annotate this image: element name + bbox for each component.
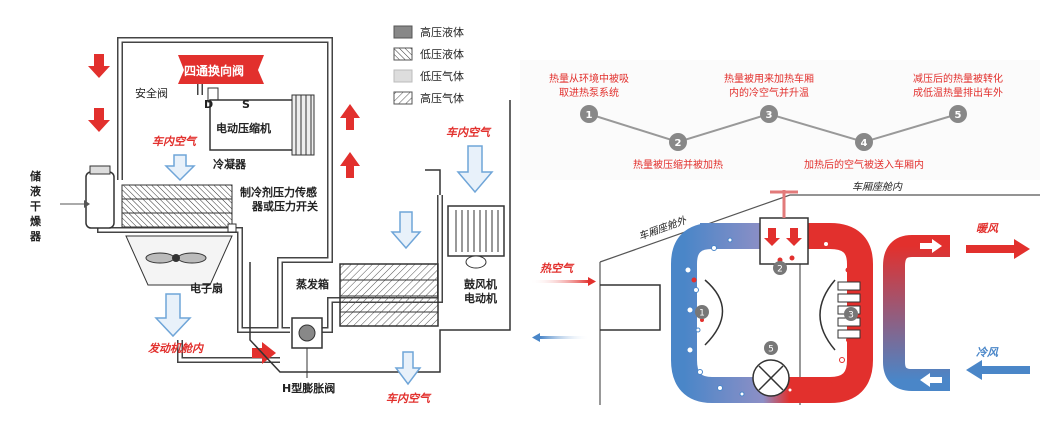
loop-num-1: 1 <box>695 305 709 319</box>
condenser-label: 冷凝器 <box>213 157 247 171</box>
step-circle-2: 2 <box>669 133 687 151</box>
step-4-text: 加热后的空气被送入车厢内 <box>804 158 924 171</box>
blue-left-arrow-icon <box>966 360 1030 380</box>
step-5-text-line2: 成低温热量排出车外 <box>913 86 1003 99</box>
inner-exchanger <box>704 279 724 346</box>
electric-fan <box>125 235 233 286</box>
left-ac-diagram: 四通换向阀 安全阀 D S 电动压缩机 车内空气 冷凝器 <box>29 25 511 405</box>
red-up-arrow-icon <box>340 104 360 178</box>
svg-text:液: 液 <box>30 184 42 198</box>
svg-text:干: 干 <box>30 200 41 213</box>
refrigerant-bubbles <box>684 237 745 397</box>
legend-swatch-low-gas <box>393 69 413 83</box>
loop-num-3: 3 <box>844 307 858 321</box>
cold-air-label: 冷风 <box>976 346 999 359</box>
red-right-arrow-icon <box>966 239 1030 259</box>
blue-down-arrow-icon <box>394 351 422 386</box>
blower-motor <box>447 205 505 269</box>
fan-label: 电子扇 <box>190 281 223 295</box>
loop-num-5: 5 <box>764 341 778 355</box>
four-way-valve-label: 四通换向阀 <box>184 63 244 78</box>
svg-text:3: 3 <box>766 110 773 121</box>
legend-swatch-high-liquid <box>393 25 413 39</box>
cabin-air-label-1: 车内空气 <box>152 135 198 148</box>
hot-air-stream <box>530 280 590 283</box>
outside-exchanger <box>600 284 661 331</box>
evaporator <box>339 263 439 327</box>
svg-text:1: 1 <box>699 309 705 319</box>
legend-swatch-high-gas <box>393 91 413 105</box>
right-heat-pump-diagram: 1 2 3 4 5 热量从环境中被吸 取进热泵系统 热量被压缩并被加热 热量被用… <box>520 60 1040 405</box>
blue-down-arrow-icon <box>456 145 494 194</box>
step-circle-1: 1 <box>580 105 598 123</box>
cabin-air-duct <box>883 235 950 391</box>
step-circle-5: 5 <box>949 105 967 123</box>
d-port-label: D <box>204 98 213 111</box>
cabin-housing-lines <box>249 100 511 373</box>
electric-compressor: D S 电动压缩机 <box>204 94 315 156</box>
hot-air-label: 热空气 <box>539 262 575 275</box>
svg-text:燥: 燥 <box>30 214 42 228</box>
svg-text:3: 3 <box>848 311 854 321</box>
red-down-arrow-icon <box>88 54 110 132</box>
legend-label: 低压液体 <box>420 47 464 61</box>
step-circle-3: 3 <box>760 105 778 123</box>
svg-text:2: 2 <box>675 138 682 149</box>
compressor-label: 电动压缩机 <box>216 121 271 135</box>
svg-text:5: 5 <box>768 345 774 355</box>
step-3-text-line2: 内的冷空气并升温 <box>729 86 809 99</box>
blue-down-arrow-icon <box>154 293 192 338</box>
svg-text:2: 2 <box>777 265 783 275</box>
evaporator-label: 蒸发箱 <box>296 277 329 291</box>
step-1-text-line1: 热量从环境中被吸 <box>549 72 629 85</box>
legend: 高压液体 低压液体 低压气体 高压气体 <box>393 25 464 105</box>
receiver-dryer <box>60 165 115 229</box>
sensor-label-line1: 制冷剂压力传感 <box>240 185 317 199</box>
step-circle-4: 4 <box>855 133 873 151</box>
white-left-arrow-icon <box>920 373 942 387</box>
warm-air-label: 暖风 <box>976 222 999 235</box>
step-5-text-line1: 减压后的热量被转化 <box>913 72 1003 85</box>
legend-label: 高压气体 <box>420 91 464 105</box>
legend-swatch-low-liquid <box>393 47 413 61</box>
svg-text:1: 1 <box>586 110 593 121</box>
four-way-valve: 四通换向阀 <box>178 55 264 84</box>
s-port-label: S <box>242 98 250 111</box>
dryer-label: 储 液 干 燥 器 <box>29 169 42 243</box>
cabin-air-label-3: 车内空气 <box>386 392 432 405</box>
blue-down-arrow-icon <box>390 211 422 250</box>
legend-label: 低压气体 <box>420 69 464 83</box>
cabin-air-label-2: 车内空气 <box>446 126 492 139</box>
blue-left-arrow-icon <box>532 333 540 342</box>
svg-text:4: 4 <box>861 138 868 149</box>
svg-text:储: 储 <box>30 169 41 183</box>
blower-label-line1: 鼓风机 <box>464 277 497 291</box>
condenser <box>121 184 233 228</box>
pressure-sensor <box>227 223 237 233</box>
loop-num-2: 2 <box>773 261 787 275</box>
h-expansion-valve <box>291 317 323 378</box>
step-3-text-line1: 热量被用来加热车厢 <box>724 72 814 85</box>
red-right-arrow-icon <box>252 342 276 364</box>
svg-text:器: 器 <box>29 230 42 243</box>
heat-pump-compressor <box>759 190 809 265</box>
blower-label-line2: 电动机 <box>464 291 497 305</box>
blue-down-arrow-icon <box>164 154 196 182</box>
engine-bay-label: 发动机舱内 <box>148 342 205 355</box>
safety-valve-label: 安全阀 <box>135 86 168 100</box>
expansion-valve-5 <box>752 359 790 397</box>
sensor-label-line2: 器或压力开关 <box>251 199 318 213</box>
red-right-arrow-icon <box>588 277 596 286</box>
cold-air-out-stream <box>540 336 590 339</box>
expansion-valve-label: H型膨胀阀 <box>282 381 335 395</box>
cabin-inside-label: 车厢座舱内 <box>852 181 903 193</box>
step-2-text: 热量被压缩并被加热 <box>633 158 723 171</box>
step-1-text-line2: 取进热泵系统 <box>559 86 619 99</box>
legend-label: 高压液体 <box>420 25 464 39</box>
svg-text:5: 5 <box>955 110 962 121</box>
white-right-arrow-icon <box>920 239 942 253</box>
